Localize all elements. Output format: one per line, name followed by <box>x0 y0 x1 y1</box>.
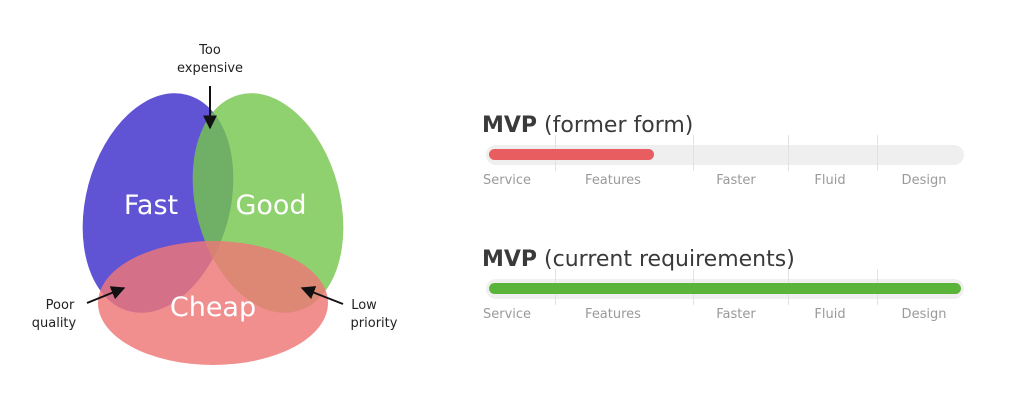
mvp-current-progress-fill <box>489 283 961 294</box>
stage-label-features: Features <box>585 307 641 322</box>
stage-label-design: Design <box>901 307 947 322</box>
stage-divider <box>788 135 789 171</box>
stage-label-faster: Faster <box>716 173 756 188</box>
annotation-poor-quality-line2: quality <box>32 316 77 331</box>
annotation-low-priority-line1: Low <box>351 298 377 313</box>
mvp-former-title-bold: MVP <box>482 113 538 138</box>
mvp-current-title: MVP (current requirements) <box>482 247 972 273</box>
stage-divider <box>877 135 878 171</box>
mvp-former-title: MVP (former form) <box>482 113 972 139</box>
arrow-low-priority <box>300 286 344 305</box>
mvp-current-stage-labels: Service Features Faster Fluid Design <box>482 307 972 325</box>
mvp-former-block: MVP (former form) Service Features Faste… <box>482 113 972 188</box>
venn-label-good: Good <box>235 190 306 221</box>
venn-label-fast: Fast <box>124 190 178 221</box>
annotation-poor-quality-line1: Poor <box>46 298 75 313</box>
stage-label-faster: Faster <box>716 307 756 322</box>
venn-label-cheap: Cheap <box>170 292 256 323</box>
stage-label-fluid: Fluid <box>814 173 846 188</box>
venn-circle-cheap <box>98 241 328 365</box>
stage-label-design: Design <box>901 173 947 188</box>
stage-divider <box>693 135 694 171</box>
annotation-too-expensive-line1: Too <box>198 43 221 58</box>
mvp-current-title-bold: MVP <box>482 247 538 272</box>
mvp-current-block: MVP (current requirements) Service Featu… <box>482 247 972 322</box>
stage-label-fluid: Fluid <box>814 307 846 322</box>
venn-diagram: Fast Good Cheap Too expensive Poor quali… <box>32 43 398 365</box>
mvp-former-title-rest: (former form) <box>537 113 694 138</box>
mvp-former-progress-fill <box>489 149 654 160</box>
stage-label-service: Service <box>482 307 532 322</box>
stage-label-service: Service <box>482 173 532 188</box>
stage-label-features: Features <box>585 173 641 188</box>
mvp-current-title-rest: (current requirements) <box>537 247 795 272</box>
arrow-poor-quality <box>86 286 126 304</box>
annotation-too-expensive-line2: expensive <box>177 61 243 76</box>
annotation-low-priority-line2: priority <box>351 316 398 331</box>
mvp-former-stage-labels: Service Features Faster Fluid Design <box>482 173 972 191</box>
